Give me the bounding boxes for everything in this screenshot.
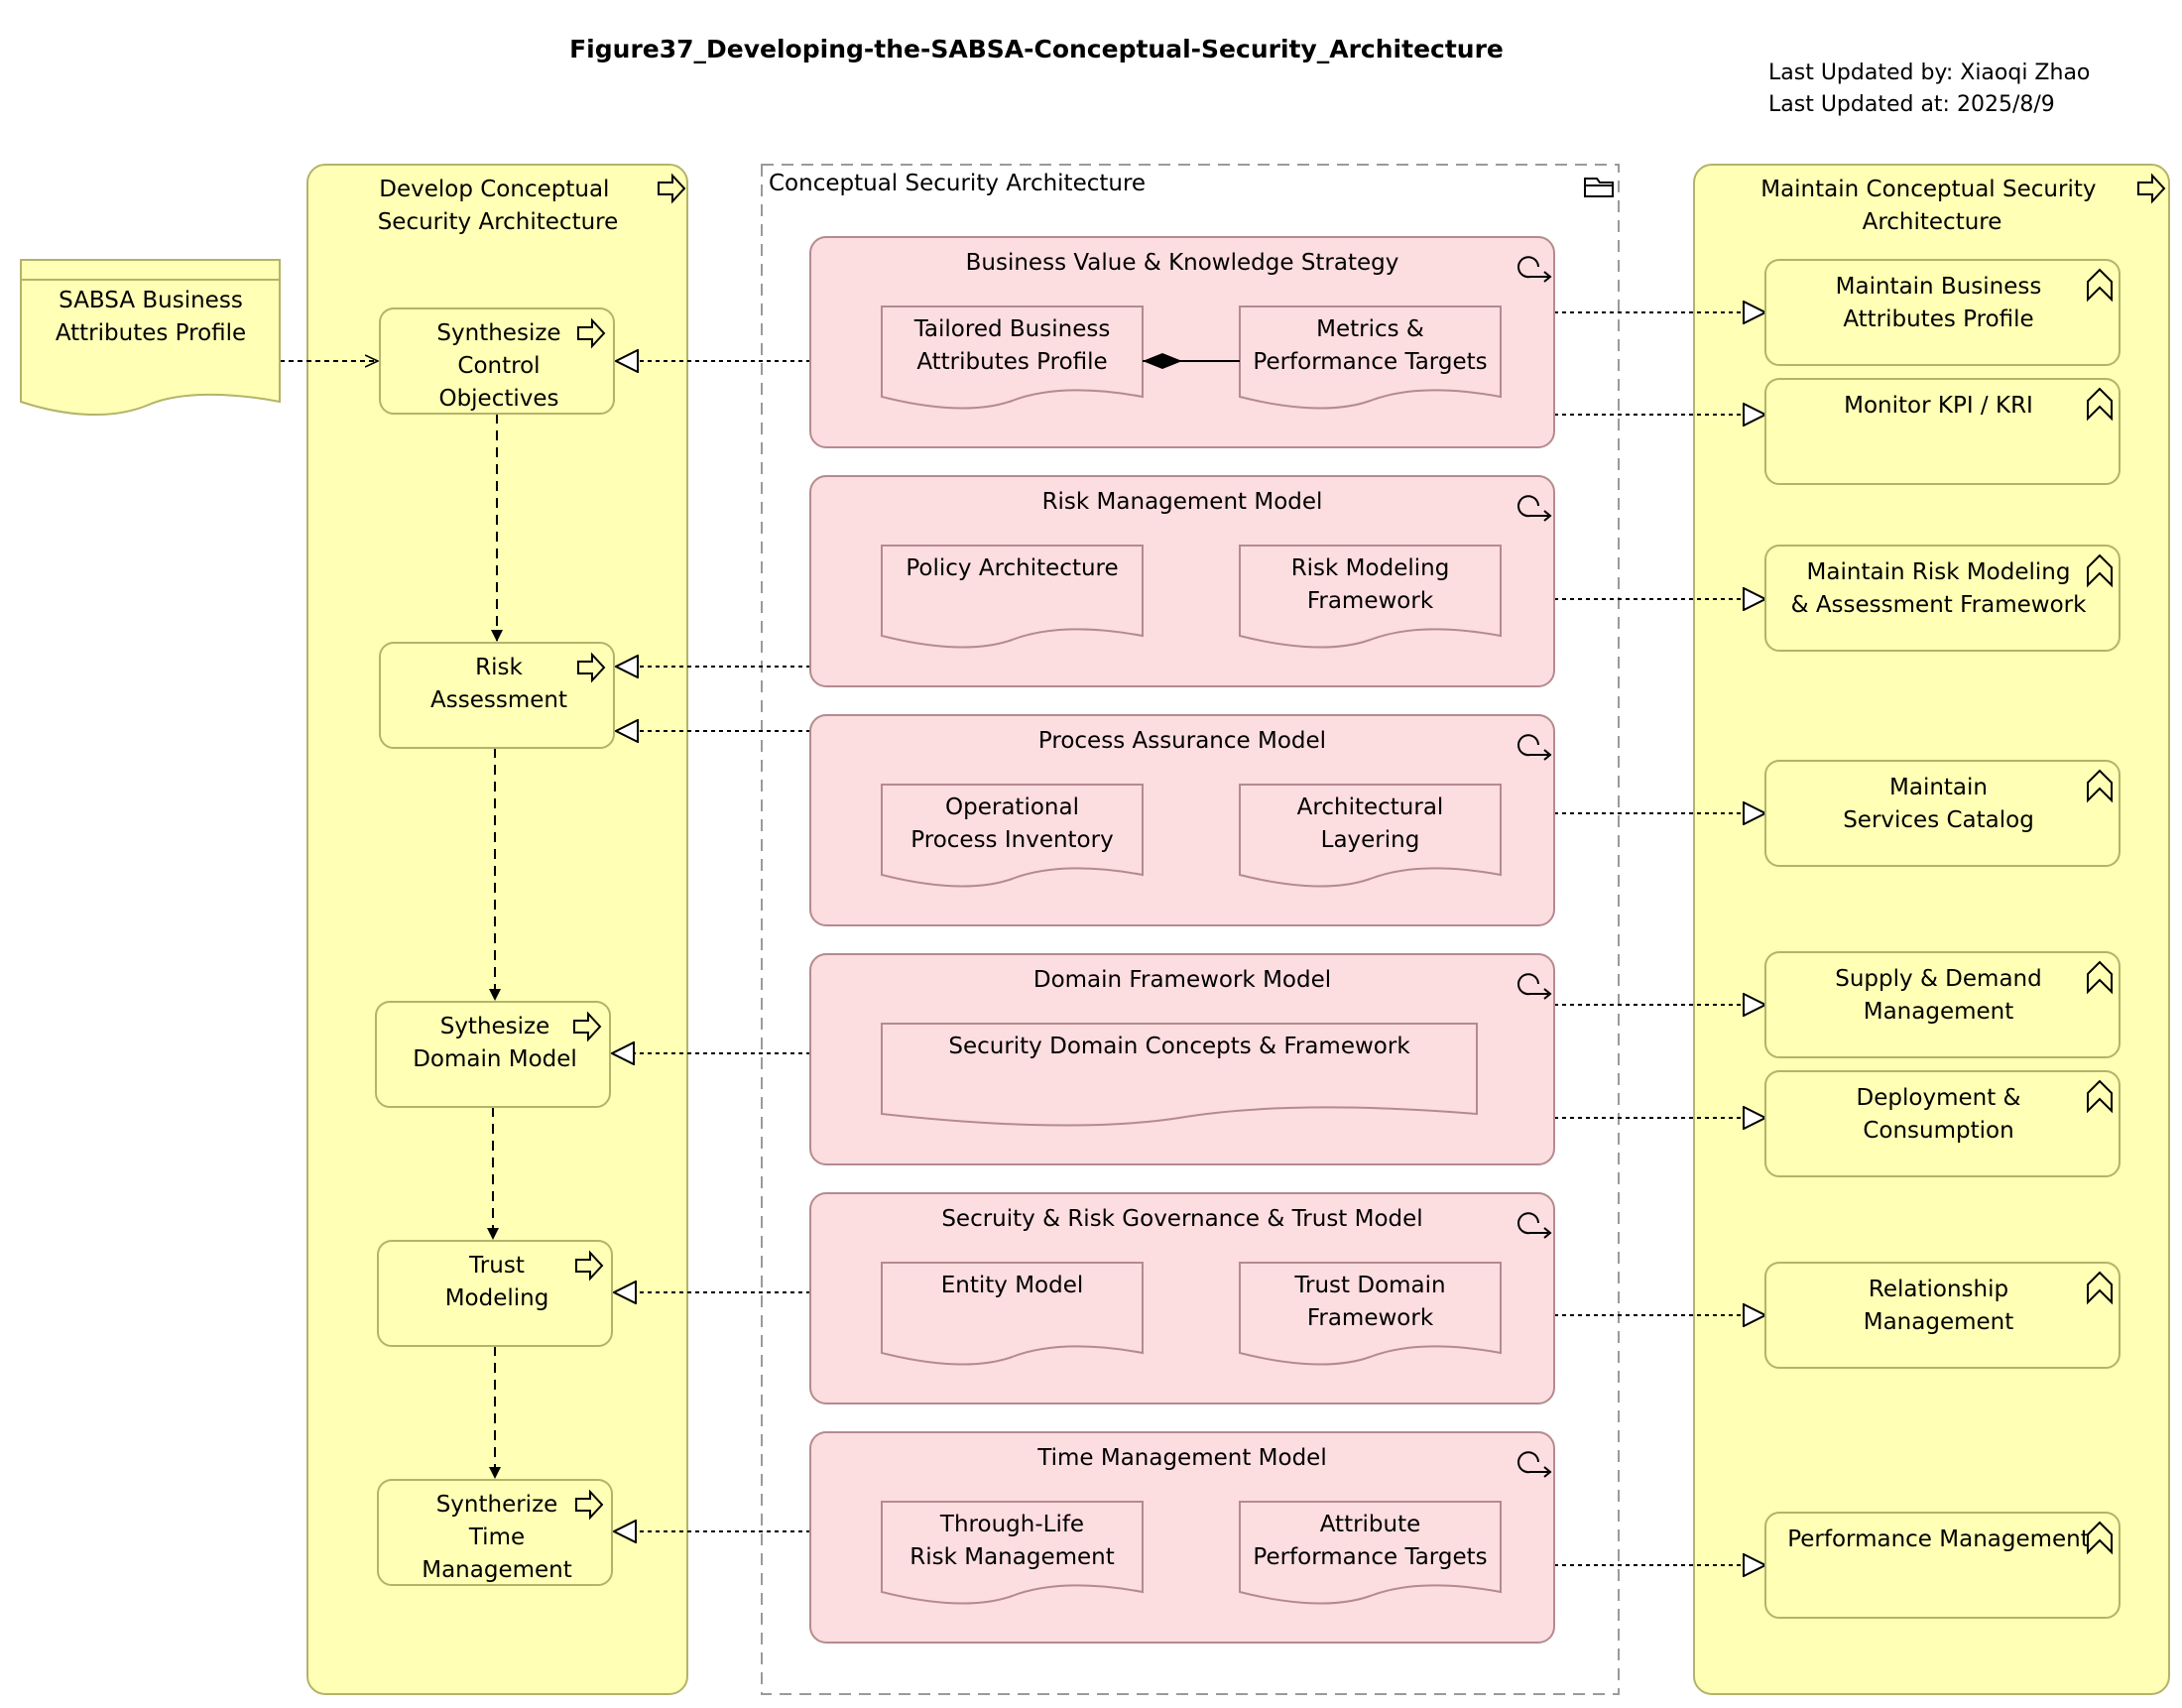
architecture-group[interactable]: Conceptual Security Architecture — [761, 164, 1620, 1695]
event-cycle-icon — [1517, 973, 1548, 996]
process-arrow-icon — [575, 1489, 604, 1521]
event-cycle-icon-tip — [1543, 988, 1552, 1000]
event-cycle-icon-tip — [1543, 1227, 1552, 1239]
event-cycle-icon-tip — [1543, 1466, 1552, 1478]
document-label: Security Domain Concepts & Framework — [948, 1034, 1410, 1059]
model-m1[interactable]: Business Value & Knowledge StrategyTailo… — [809, 236, 1555, 448]
function-chevron-icon — [2087, 769, 2113, 803]
folder-icon — [1584, 178, 1614, 197]
model-label: Risk Management Model — [1042, 489, 1323, 515]
document-label: Metrics &Performance Targets — [1253, 316, 1487, 375]
event-cycle-icon — [1517, 1212, 1548, 1235]
event-cycle-icon-tip — [1543, 749, 1552, 761]
model-m5[interactable]: Secruity & Risk Governance & Trust Model… — [809, 1192, 1555, 1404]
function-f2[interactable]: Monitor KPI / KRI — [1764, 378, 2121, 485]
develop-group-label: Develop Conceptual Security Architecture — [378, 177, 619, 235]
event-cycle-icon-tip — [1543, 271, 1552, 283]
function-label: Performance Management — [1787, 1526, 2090, 1552]
process-arrow-icon — [573, 1011, 602, 1042]
function-chevron-icon — [2087, 553, 2113, 588]
last-updated-by: Last Updated by: Xiaoqi Zhao — [1768, 61, 2090, 85]
composition-diamond — [1143, 353, 1182, 369]
event-cycle-icon — [1517, 734, 1548, 757]
function-label: Maintain Risk Modeling& Assessment Frame… — [1791, 559, 2088, 618]
function-chevron-icon — [2087, 960, 2113, 995]
document-m5-1[interactable]: Entity Model — [881, 1262, 1144, 1366]
function-label: Deployment &Consumption — [1857, 1085, 2021, 1144]
event-cycle-icon — [1517, 495, 1548, 518]
process-arrow-icon — [658, 173, 686, 204]
function-f8[interactable]: Performance Management — [1764, 1512, 2121, 1619]
document-m4-1[interactable]: Security Domain Concepts & Framework — [881, 1023, 1478, 1127]
function-chevron-icon — [2087, 268, 2113, 303]
process-arrow-icon — [577, 652, 606, 683]
model-label: Process Assurance Model — [1038, 728, 1326, 754]
function-f3[interactable]: Maintain Risk Modeling& Assessment Frame… — [1764, 545, 2121, 652]
event-cycle-icon — [1517, 1451, 1548, 1474]
document-m1-2[interactable]: Metrics &Performance Targets — [1239, 305, 1502, 410]
event-cycle-icon — [1517, 256, 1548, 279]
process-arrow-icon — [2137, 173, 2166, 204]
diagram-title: Figure37_Developing-the-SABSA-Conceptual… — [569, 35, 1504, 63]
model-label: Time Management Model — [1036, 1445, 1326, 1471]
event-cycle-icon-tip — [1543, 510, 1552, 522]
function-f6[interactable]: Deployment &Consumption — [1764, 1070, 2121, 1177]
process-arrow-icon — [575, 1250, 604, 1281]
function-chevron-icon — [2087, 1521, 2113, 1555]
function-chevron-icon — [2087, 387, 2113, 422]
document-label: Entity Model — [941, 1273, 1084, 1298]
document-label: Policy Architecture — [906, 555, 1118, 581]
process-arrow-icon — [577, 317, 606, 349]
function-chevron-icon — [2087, 1271, 2113, 1305]
architecture-group-label: Conceptual Security Architecture — [769, 171, 1146, 196]
last-updated-at: Last Updated at: 2025/8/9 — [1768, 92, 2055, 117]
maintain-group-label: Maintain Conceptual Security Architectur… — [1760, 177, 2104, 235]
model-label: Secruity & Risk Governance & Trust Model — [941, 1206, 1422, 1232]
document-m2-1[interactable]: Policy Architecture — [881, 545, 1144, 649]
model-label: Domain Framework Model — [1033, 967, 1331, 993]
model-label: Business Value & Knowledge Strategy — [966, 250, 1399, 276]
function-chevron-icon — [2087, 1079, 2113, 1114]
function-label: Monitor KPI / KRI — [1844, 393, 2033, 419]
